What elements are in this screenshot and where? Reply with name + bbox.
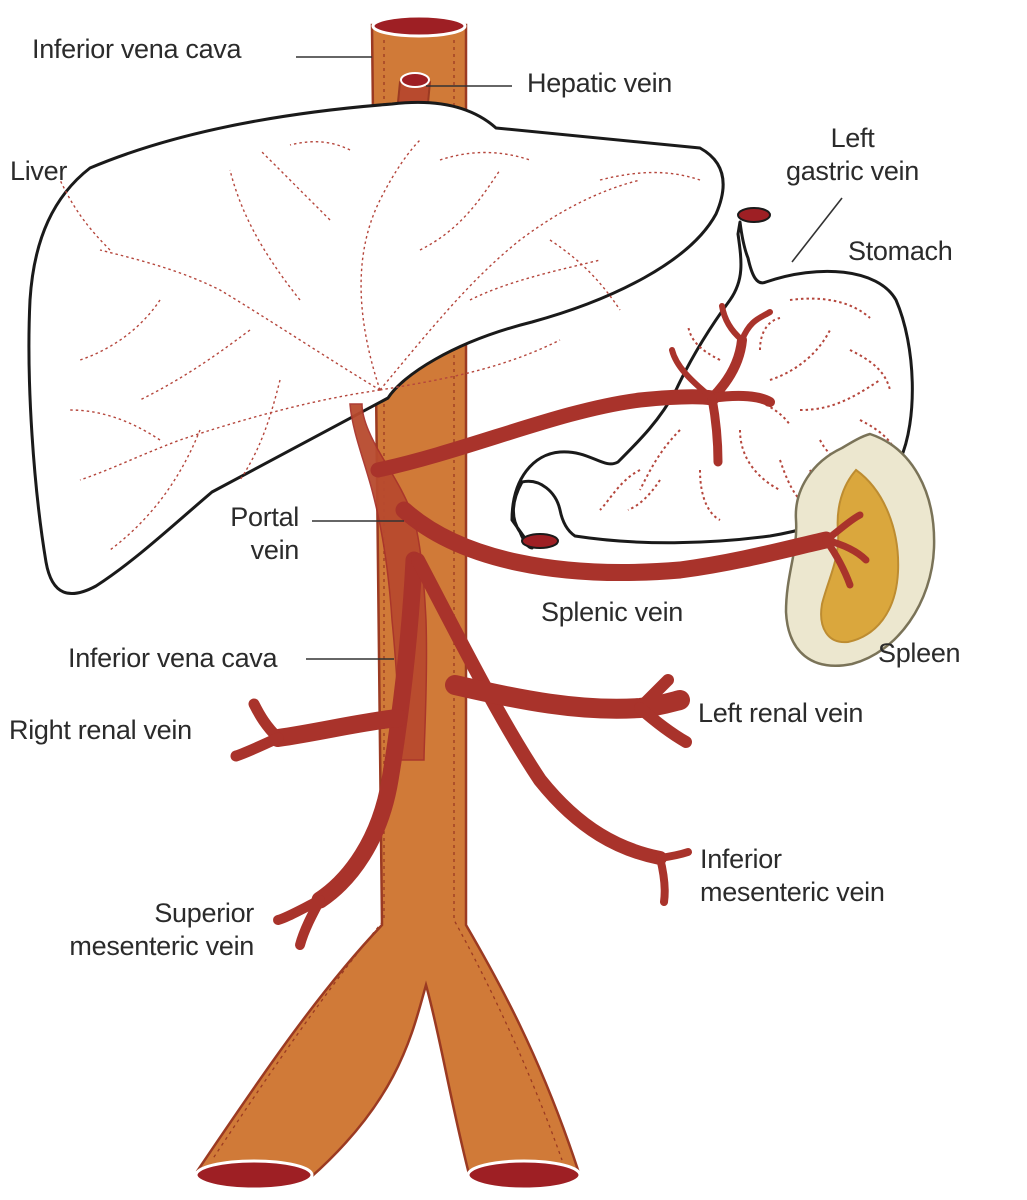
label-ivc-bottom: Inferior vena cava (68, 643, 278, 673)
label-leader-lines (296, 56, 843, 660)
label-right-renal-vein: Right renal vein (9, 715, 192, 745)
inferior-vena-cava (194, 14, 582, 1191)
liver (27, 100, 725, 595)
label-splenic-vein: Splenic vein (541, 597, 683, 627)
pylorus-opening (521, 533, 559, 549)
label-left-gastric-vein: Left gastric vein (786, 123, 919, 186)
label-ivc-top: Inferior vena cava (32, 34, 242, 64)
iliac-right-opening (466, 1159, 582, 1191)
label-left-renal-vein: Left renal vein (698, 698, 864, 728)
label-stomach: Stomach (848, 236, 953, 266)
esophagus-opening (737, 207, 771, 223)
label-spleen: Spleen (878, 638, 961, 668)
portal-vein-tree (230, 303, 870, 950)
label-portal-vein: Portal vein (230, 502, 299, 565)
label-superior-mesenteric-vein: Superior mesenteric vein (69, 898, 254, 961)
label-hepatic-vein: Hepatic vein (527, 68, 672, 98)
label-inferior-mesenteric-vein: Inferior mesenteric vein (700, 844, 885, 907)
label-liver: Liver (10, 156, 68, 186)
stomach (510, 207, 914, 550)
ivc-top-opening (371, 14, 467, 38)
hepatic-vein-opening (400, 72, 430, 88)
iliac-left-opening (194, 1159, 314, 1191)
